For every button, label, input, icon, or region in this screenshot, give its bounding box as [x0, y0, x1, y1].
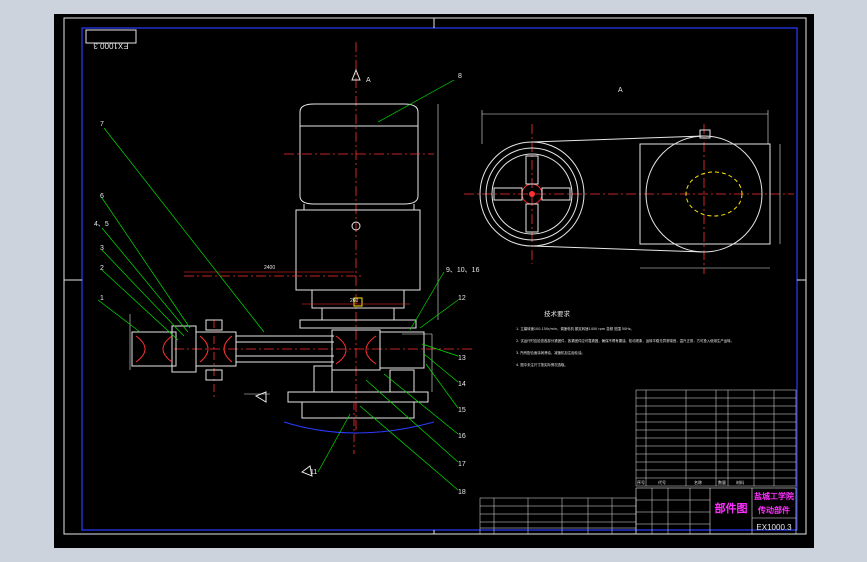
- technical-notes: 技术要求 1. 立磨转速100-150r/min，调速电机 额定转速1450 r…: [516, 309, 734, 367]
- balloon-2: 2: [100, 265, 104, 272]
- balloon-6: 6: [100, 193, 104, 200]
- mirrored-code: EX1000.3: [93, 41, 129, 50]
- balloon-15: 15: [458, 407, 466, 414]
- balloon-7: 7: [100, 121, 104, 128]
- section-label-a: A: [618, 87, 623, 94]
- note-3: 3. 所有配合面涂润滑油，减速机加注齿轮油。: [516, 350, 585, 355]
- balloon-8: 8: [458, 73, 462, 80]
- title-block: 部件图 盐城工学院 传动部件 EX1000.3: [635, 487, 797, 535]
- cad-viewport[interactable]: EX1000.3 A: [54, 14, 814, 548]
- motor-body: [299, 103, 419, 205]
- dim-mid: 260: [350, 298, 359, 304]
- title-part: 传动部件: [757, 505, 790, 515]
- note-2: 2. 试运行时应检查各部分紧固件，各紧固件应可靠紧固，确保不得有漏油、松动现象，…: [516, 338, 734, 343]
- note-1: 1. 立磨转速100-150r/min，调速电机 额定转速1450 rpm 变频…: [516, 326, 634, 331]
- balloon-14: 14: [458, 381, 466, 388]
- balloon-9-10-16: 9、10、16: [446, 267, 480, 274]
- mirrored-code-box: [85, 29, 137, 44]
- svg-text:代号: 代号: [658, 479, 666, 485]
- parts-list: [635, 389, 797, 487]
- balloon-1: 1: [100, 295, 104, 302]
- balloon-13: 13: [458, 355, 466, 362]
- revision-block: [479, 497, 637, 535]
- title-code: EX1000.3: [756, 523, 792, 532]
- svg-text:序号: 序号: [637, 479, 645, 485]
- svg-text:材料: 材料: [736, 479, 744, 485]
- title-school: 盐城工学院: [754, 491, 794, 501]
- balloon-12: 12: [458, 295, 466, 302]
- parts-list-headers: 序号 代号 名称 数量 材料: [637, 479, 744, 485]
- balloon-3: 3: [100, 245, 104, 252]
- left-pulley-housing: [131, 331, 177, 367]
- notes-title: 技术要求: [544, 309, 571, 318]
- note-4: 4. 图中未注尺寸按实际情况选取。: [516, 362, 568, 367]
- view-label-a: A: [366, 77, 371, 84]
- svg-text:名称: 名称: [694, 479, 702, 485]
- top-view-a: A: [464, 87, 794, 274]
- main-elevation-view: A: [94, 42, 480, 496]
- balloon-4-5: 4、5: [94, 221, 109, 228]
- base-plate: [301, 401, 415, 419]
- svg-text:数量: 数量: [718, 479, 726, 485]
- balloon-17: 17: [458, 461, 466, 468]
- balloon-11: 11: [310, 469, 317, 476]
- engineering-drawing: EX1000.3 A: [63, 17, 807, 535]
- balloon-16: 16: [458, 433, 466, 440]
- sheet-outer-frame: [63, 17, 807, 535]
- balloon-18: 18: [458, 489, 466, 496]
- sheet-inner-frame: [81, 27, 798, 531]
- dim-top: 2400: [264, 265, 275, 271]
- title-main: 部件图: [715, 501, 748, 515]
- motor-top-circle: [645, 135, 763, 253]
